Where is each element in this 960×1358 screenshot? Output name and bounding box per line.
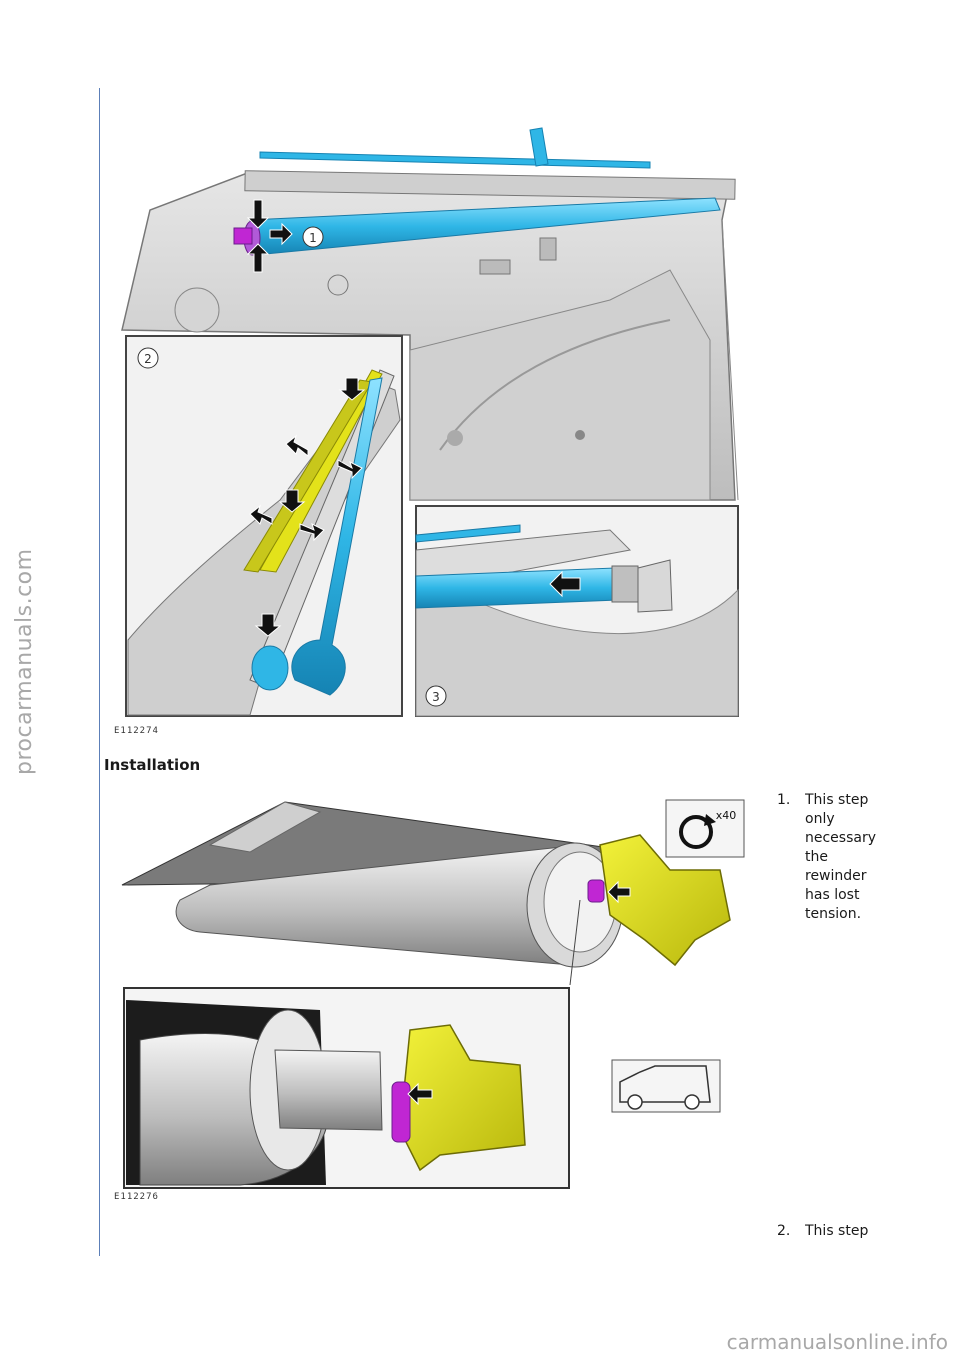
callout-2: 2 xyxy=(144,352,152,366)
figure-code-2: E112276 xyxy=(114,1192,159,1202)
step-2-text: This step xyxy=(805,1223,869,1239)
margin-rule xyxy=(99,88,100,1256)
step-1-text: This step only necessary the rewinder ha… xyxy=(805,792,877,922)
figure-removal-illustration: 1 2 3 xyxy=(121,127,739,717)
rotation-count-badge: x40 xyxy=(716,809,737,822)
step-2-number: 2. xyxy=(777,1223,791,1239)
figure-code-1: E112274 xyxy=(114,726,159,736)
step-1-number: 1. xyxy=(777,792,791,808)
section-heading-installation: Installation xyxy=(104,756,201,774)
figure-installation-illustration: x40 xyxy=(121,799,745,1189)
step-1: 1. This step only necessary the rewinder… xyxy=(777,791,877,931)
side-watermark: procarmanuals.com xyxy=(12,548,37,775)
callout-1: 1 xyxy=(309,231,317,245)
callout-3: 3 xyxy=(432,690,440,704)
step-2: 2. This step xyxy=(777,1222,877,1242)
bottom-watermark: carmanualsonline.info xyxy=(726,1330,948,1354)
